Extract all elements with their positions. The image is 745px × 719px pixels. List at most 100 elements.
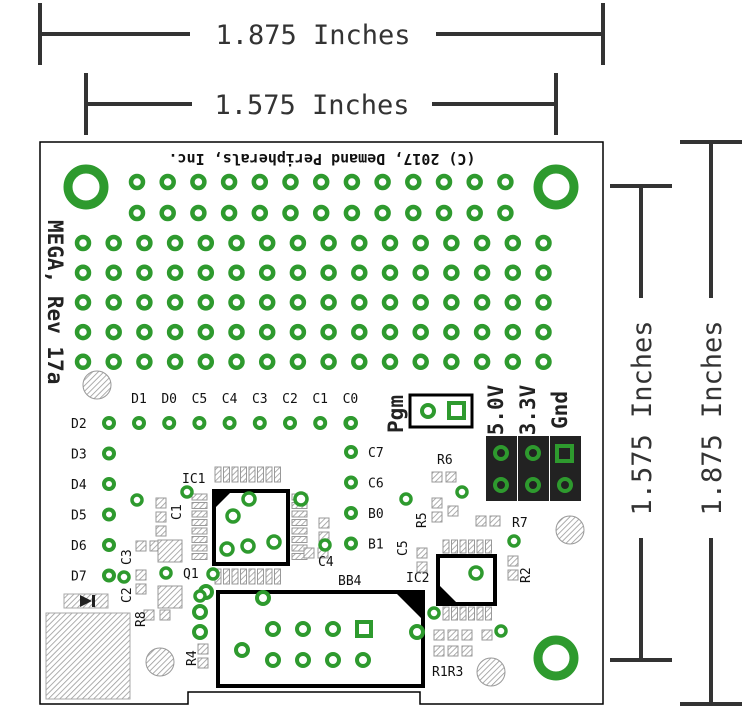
smd-pad [461,645,473,657]
pin-pad [283,416,297,430]
power-header: 5.0V 3.3V Gnd [484,384,581,501]
connector-pad [295,621,311,637]
smd-pad [155,497,167,509]
connector-pad [192,604,208,620]
pin-pad [102,507,116,522]
proto-grid [74,173,552,371]
proto-hole [258,294,276,311]
top-pin-label: C5 [192,392,208,407]
r5-label: R5 [415,512,430,528]
connector-pad [295,652,311,668]
via [494,624,508,638]
proto-hole [197,234,215,252]
proto-hole [405,173,422,191]
proto-hole [443,353,460,371]
via [193,589,207,603]
left-pin-label: D7 [71,570,87,585]
proto-hole [504,264,522,281]
power-label-5v: 5.0V [484,384,508,435]
proto-hole [136,234,153,252]
proto-hole [535,234,552,252]
proto-hole [159,173,176,191]
smd-pad [507,555,519,567]
proto-hole [466,204,483,222]
proto-hole [535,353,552,371]
pin-pad [344,506,358,520]
proto-hole [381,294,399,311]
proto-hole [220,173,238,191]
pin-pad [132,416,146,430]
proto-hole [74,294,92,311]
smd-pad [485,539,492,554]
proto-hole [535,264,552,281]
smd-pad [257,568,264,585]
smd-pad [135,569,147,581]
via [318,538,332,552]
connector-pad [265,652,281,668]
proto-hole [258,323,276,341]
proto-hole [443,234,460,252]
proto-hole [473,323,491,341]
smd-pad [248,466,256,483]
proto-hole [251,173,269,191]
smd-pad [240,466,247,483]
diode-mark [63,593,109,609]
ic1-label: IC1 [182,472,205,487]
proto-hole [504,323,522,341]
pin-pad [162,416,177,430]
proto-hole [228,323,245,341]
proto-hole [473,234,491,252]
smd-pad [476,539,484,554]
dimension-right-inner: 1.575 Inches [627,320,658,515]
pin-pad [344,536,358,551]
pin-pad [192,416,207,430]
smd-pad [265,466,273,483]
smd-pad [416,547,428,559]
smd-pad [318,517,330,529]
proto-hole [473,264,491,281]
proto-hole [105,323,122,341]
proto-hole [504,294,522,311]
proto-hole [351,264,368,281]
proto-hole [381,264,399,281]
proto-hole [504,353,522,371]
proto-hole [435,173,453,191]
c1-label: C1 [170,504,185,520]
bb4-label: BB4 [338,574,362,589]
r2-label: R2 [519,567,534,583]
connector-pad [265,621,281,637]
proto-hole [412,234,429,252]
proto-hole [473,353,491,371]
proto-hole [289,234,307,252]
pin-pad [102,416,116,430]
smd-pad [265,568,273,585]
power-label-gnd: Gnd [548,391,572,429]
proto-hole [412,353,429,371]
smd-pad [197,643,209,655]
smd-pad [291,510,308,518]
proto-hole [228,234,245,252]
proto-hole [320,264,337,281]
pgm-header: Pgm [384,393,474,433]
pin-pad [252,416,267,430]
smd-pad [240,568,247,585]
right-pin-label: B1 [368,538,384,553]
proto-hole [289,323,307,341]
smd-pad [459,539,467,554]
smd-pad [143,609,155,621]
proto-hole [105,264,122,281]
smd-pad [248,568,256,585]
smd-pad [459,606,467,621]
proto-hole [312,173,330,191]
smd-pad [461,629,473,641]
proto-hole [136,353,153,371]
ic1: IC1 [182,466,309,585]
q1-label: Q1 [183,567,199,582]
proto-hole [258,353,276,371]
pin-pad [222,416,237,430]
smd-pad [135,540,147,552]
left-pin-label: D5 [71,509,87,524]
bb4: BB4 [192,574,425,688]
left-pin-label: D3 [71,448,87,463]
via [507,534,521,548]
